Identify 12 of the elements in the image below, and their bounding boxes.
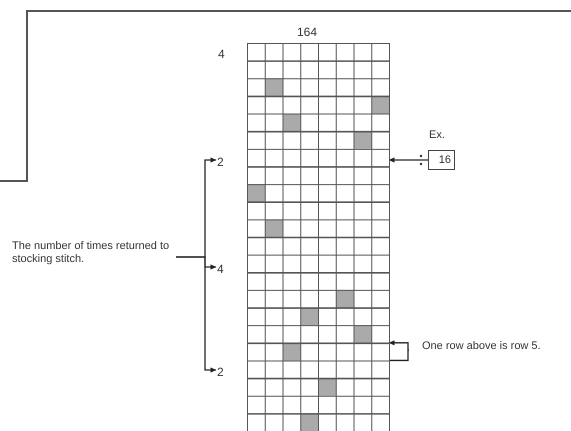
arrow	[388, 340, 410, 351]
note-text: One row above is row 5.	[421, 340, 542, 353]
row-count: 2	[217, 365, 224, 379]
row-count: 2	[217, 155, 224, 169]
example-label: Ex.	[429, 129, 445, 142]
row-count: 4	[217, 262, 224, 276]
column-number: 164	[297, 26, 318, 39]
example-number: 16	[438, 154, 451, 166]
arrow	[388, 157, 428, 163]
arrow	[176, 256, 216, 373]
row-count: 4	[218, 48, 225, 61]
note-text: The number of times returned to stocking stitch.	[12, 240, 170, 266]
